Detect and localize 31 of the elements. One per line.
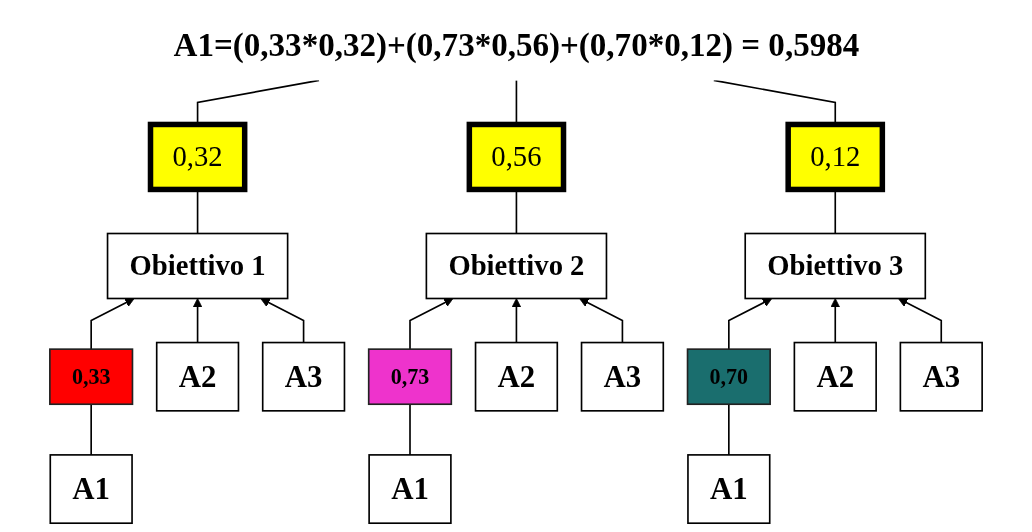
- node-box: A2: [155, 341, 240, 412]
- node-box: A3: [580, 341, 665, 412]
- node-box: A1: [368, 454, 452, 524]
- node-box: A1: [49, 454, 133, 524]
- node-box: 0,73: [367, 348, 453, 406]
- arrow: [409, 298, 454, 350]
- node-box: Obiettivo 1: [106, 232, 289, 300]
- node-box: Obiettivo 3: [744, 232, 927, 300]
- connector: [90, 403, 92, 456]
- arrow: [260, 298, 305, 344]
- node-box: A2: [793, 341, 877, 412]
- node-box: 0,56: [466, 121, 567, 193]
- arrow: [90, 298, 135, 350]
- arrow: [192, 298, 203, 344]
- node-box: 0,12: [785, 121, 886, 193]
- arrow: [511, 298, 522, 344]
- node-box: Obiettivo 2: [425, 232, 608, 300]
- arrow: [579, 298, 624, 344]
- node-box: A3: [899, 341, 983, 412]
- arrow: [830, 298, 841, 344]
- node-box: A3: [261, 341, 346, 412]
- arrow: [898, 298, 943, 344]
- connector: [728, 403, 730, 456]
- connector: [409, 403, 411, 456]
- node-box: A1: [687, 454, 771, 524]
- node-box: 0,70: [686, 348, 771, 406]
- arrow: [728, 298, 773, 350]
- node-box: 0,32: [147, 121, 248, 193]
- node-text: A1=(0,33*0,32)+(0,73*0,56)+(0,70*0,12) = 0,5984: [173, 26, 860, 63]
- node-box: A2: [474, 341, 559, 412]
- node-box: 0,33: [49, 348, 134, 406]
